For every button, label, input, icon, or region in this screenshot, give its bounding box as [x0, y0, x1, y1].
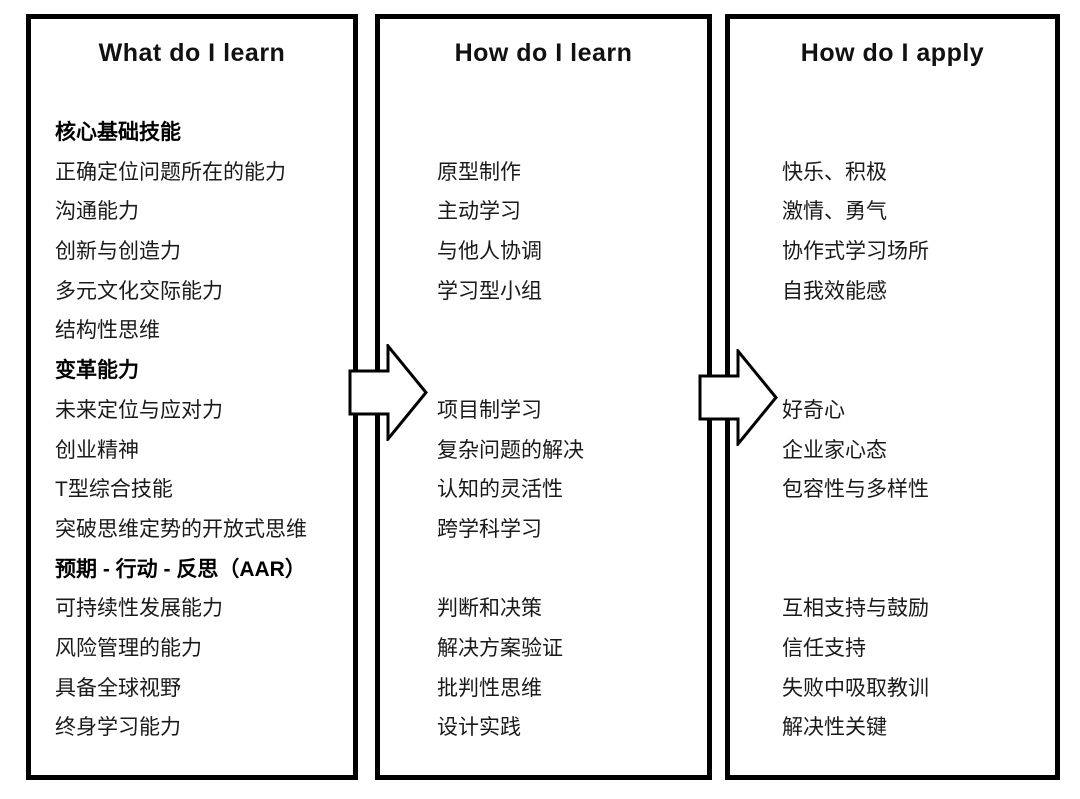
list-item: 包容性与多样性 — [782, 478, 929, 502]
list-item: 沟通能力 — [55, 200, 139, 224]
list-item: 与他人协调 — [437, 240, 542, 264]
list-item: 信任支持 — [782, 636, 866, 660]
list-item: 好奇心 — [782, 398, 845, 422]
right-arrow-icon — [698, 349, 778, 446]
column-box-what-do-i-learn: What do I learn 核心基础技能正确定位问题所在的能力沟通能力创新与… — [26, 14, 358, 780]
list-item: 批判性思维 — [437, 676, 542, 700]
list-item: 激情、勇气 — [782, 200, 887, 224]
list-item: 终身学习能力 — [55, 716, 181, 740]
column-box-how-do-i-learn: How do I learn 原型制作主动学习与他人协调学习型小组 项目制学习复… — [375, 14, 712, 780]
column-header: What do I learn — [98, 39, 286, 67]
list-item: 创新与创造力 — [55, 240, 181, 264]
list-item: 设计实践 — [437, 716, 521, 740]
list-item: 风险管理的能力 — [55, 636, 202, 660]
column-list: 快乐、积极激情、勇气协作式学习场所自我效能感 好奇心企业家心态包容性与多样性 互… — [730, 113, 1055, 748]
column-box-how-do-i-apply: How do I apply 快乐、积极激情、勇气协作式学习场所自我效能感 好奇… — [725, 14, 1060, 780]
list-item: 原型制作 — [437, 160, 521, 184]
list-item: 解决性关键 — [782, 716, 887, 740]
list-item: 多元文化交际能力 — [55, 279, 223, 303]
column-header: How do I apply — [800, 39, 985, 67]
list-item: 互相支持与鼓励 — [782, 597, 929, 621]
list-item: T型综合技能 — [55, 478, 173, 502]
list-item: 结构性思维 — [55, 319, 160, 343]
right-arrow-icon — [348, 344, 428, 441]
list-item: 判断和决策 — [437, 597, 542, 621]
list-item: 认知的灵活性 — [437, 478, 563, 502]
list-item: 预期 - 行动 - 反思（AAR） — [55, 557, 306, 581]
list-item: 主动学习 — [437, 200, 521, 224]
list-item: 具备全球视野 — [55, 676, 181, 700]
list-item: 创业精神 — [55, 438, 139, 462]
list-item: 学习型小组 — [437, 279, 542, 303]
list-item: 失败中吸取教训 — [782, 676, 929, 700]
list-item: 变革能力 — [55, 359, 139, 383]
list-item: 解决方案验证 — [437, 636, 563, 660]
list-item: 核心基础技能 — [55, 121, 181, 144]
list-item: 跨学科学习 — [437, 517, 542, 541]
list-item: 企业家心态 — [782, 438, 887, 462]
list-item: 复杂问题的解决 — [437, 438, 584, 462]
column-list: 核心基础技能正确定位问题所在的能力沟通能力创新与创造力多元文化交际能力结构性思维… — [31, 113, 353, 748]
list-item: 可持续性发展能力 — [55, 597, 223, 621]
list-item: 自我效能感 — [782, 279, 887, 303]
column-header: How do I learn — [454, 39, 633, 67]
list-item: 突破思维定势的开放式思维 — [55, 517, 307, 541]
list-item: 协作式学习场所 — [782, 240, 929, 264]
list-item: 快乐、积极 — [782, 160, 887, 184]
list-item: 正确定位问题所在的能力 — [55, 160, 286, 184]
list-item: 项目制学习 — [437, 398, 542, 422]
column-list: 原型制作主动学习与他人协调学习型小组 项目制学习复杂问题的解决认知的灵活性跨学科… — [380, 113, 707, 748]
list-item: 未来定位与应对力 — [55, 398, 223, 422]
